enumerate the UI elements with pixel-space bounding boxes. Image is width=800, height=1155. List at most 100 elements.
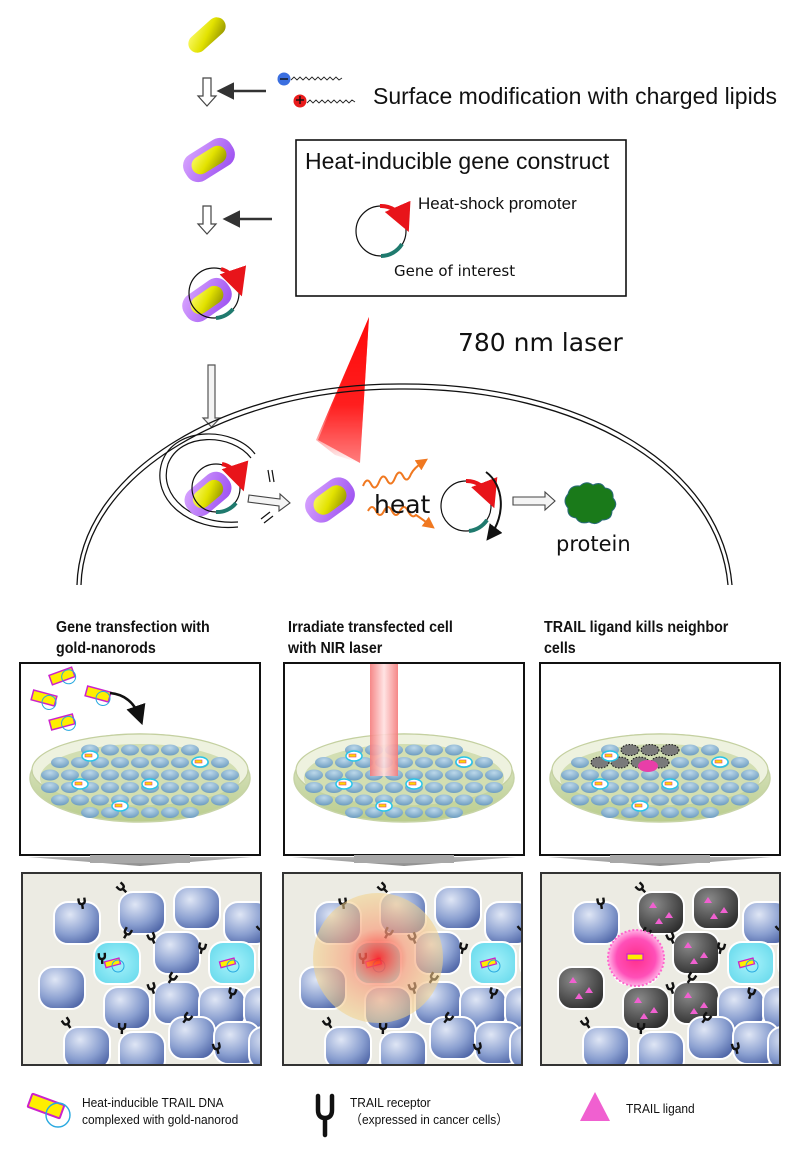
- cultured-cell: [41, 782, 59, 793]
- activated-plasmid-icon: [440, 471, 503, 541]
- process-right-arrow-icon: [512, 490, 556, 512]
- cultured-cell: [651, 794, 669, 806]
- trail-ligand-icon: [655, 918, 663, 924]
- dna-circle-icon: [61, 715, 77, 731]
- cultured-cell: [591, 794, 609, 806]
- cancer-cell: [509, 1026, 521, 1064]
- cancer-cell: [53, 901, 101, 945]
- trail-receptor-icon: [77, 897, 86, 910]
- nanorod-icon: [84, 753, 93, 758]
- cultured-cell: [151, 757, 169, 768]
- cancer-cell: [582, 1026, 630, 1064]
- cultured-cell: [475, 757, 493, 768]
- cancer-cell: [504, 986, 521, 1030]
- curved-arrow-icon: [109, 691, 146, 726]
- cultured-cell: [571, 794, 589, 806]
- cancer-cell: [153, 931, 201, 975]
- cultured-cell: [611, 794, 629, 806]
- cultured-cell: [81, 807, 99, 818]
- cultured-cell: [345, 769, 363, 781]
- nanorod-icon: [338, 781, 347, 786]
- process-down-arrow-icon: [196, 205, 218, 235]
- cultured-cell: [485, 769, 503, 781]
- cultured-cell: [475, 794, 493, 806]
- cultured-cell: [721, 782, 739, 793]
- trail-ligand-icon: [684, 992, 692, 998]
- released-nanorod-icon: [305, 477, 355, 523]
- process-right-arrow-icon: [247, 492, 291, 513]
- cancer-cell: [484, 901, 521, 945]
- cultured-cell: [641, 769, 659, 781]
- cultured-cell: [161, 782, 179, 793]
- cultured-cell: [661, 807, 679, 818]
- legend-nanorod-label: Heat-inducible TRAIL DNA complexed with …: [82, 1094, 238, 1128]
- cultured-cell: [741, 769, 759, 781]
- dead-cell: [557, 966, 605, 1010]
- cultured-cell: [445, 744, 463, 756]
- trail-ligand-icon: [690, 1008, 698, 1014]
- nanorod-icon: [475, 1083, 491, 1093]
- cultured-cell: [71, 794, 89, 806]
- trail-receptor-icon: [228, 986, 238, 1000]
- protein-label: protein: [556, 532, 631, 556]
- cultured-cell: [181, 807, 199, 818]
- nanorod-icon: [714, 759, 723, 764]
- trail-receptor-icon: [516, 921, 521, 934]
- cultured-cell: [621, 769, 639, 781]
- cultured-cell: [661, 769, 679, 781]
- tissue-panel: [21, 872, 262, 1093]
- nanorod-dna-complex-icon: [48, 666, 77, 686]
- trail-receptor-icon: [211, 1042, 221, 1055]
- laser-label: 780 nm laser: [458, 328, 623, 357]
- cancer-cell: [379, 1031, 427, 1064]
- cultured-cell: [201, 782, 219, 793]
- cultured-cell: [721, 769, 739, 781]
- legend-dna-circle-icon: [45, 1102, 71, 1128]
- trail-receptor-icon: [146, 981, 156, 995]
- panel-title-line: with NIR laser: [288, 640, 383, 657]
- trail-receptor-icon: [443, 1011, 455, 1024]
- cultured-cell: [101, 769, 119, 781]
- nanorod-icon: [144, 781, 153, 786]
- nanorod-icon: [99, 1083, 115, 1093]
- construct-box: [295, 139, 627, 297]
- dna-circle-icon: [745, 959, 759, 973]
- cultured-cell: [355, 794, 373, 806]
- nanorod-icon: [604, 753, 613, 758]
- cultured-cell: [601, 807, 619, 818]
- cultured-cell: [701, 744, 719, 756]
- promoter-label: Heat-shock promoter: [418, 194, 577, 213]
- cultured-cell: [51, 794, 69, 806]
- trail-receptor-icon: [182, 1011, 194, 1024]
- panel-title-line: TRAIL ligand kills neighbor: [544, 619, 729, 636]
- nanorod-icon: [114, 803, 123, 808]
- cultured-cell: [701, 782, 719, 793]
- cultured-cell: [435, 757, 453, 768]
- cultured-cell: [181, 769, 199, 781]
- cancer-cell: [687, 1016, 735, 1060]
- cultured-cell: [101, 744, 119, 756]
- cultured-cell: [465, 769, 483, 781]
- trail-receptor-icon: [472, 1042, 482, 1055]
- cultured-cell: [691, 794, 709, 806]
- process-down-arrow-icon: [196, 77, 218, 107]
- cell-membrane: [76, 383, 733, 586]
- cultured-cell: [161, 769, 179, 781]
- surface-modification-label: Surface modification with charged lipids: [373, 83, 777, 109]
- coated-nanorod-icon: [183, 137, 235, 183]
- nanorod-icon: [378, 803, 387, 808]
- panel-title-transfection: Gene transfection with gold-nanorods: [56, 617, 210, 659]
- protein-icon: [564, 482, 617, 525]
- legend-ligand-icon: [580, 1092, 610, 1121]
- cultured-cell: [181, 744, 199, 756]
- trail-receptor-icon: [665, 981, 675, 995]
- nanorod-dna-complex-icon: [30, 689, 58, 710]
- trail-receptor-icon: [321, 1016, 333, 1029]
- trail-receptor-icon: [730, 1042, 740, 1055]
- negative-lipid-icon: [277, 72, 343, 86]
- trail-receptor-icon: [686, 971, 698, 984]
- nanorod-icon: [594, 781, 603, 786]
- nanorod-plasmid-complex-icon: [182, 265, 247, 323]
- cultured-cell: [385, 782, 403, 793]
- trail-receptor-icon: [60, 1016, 72, 1029]
